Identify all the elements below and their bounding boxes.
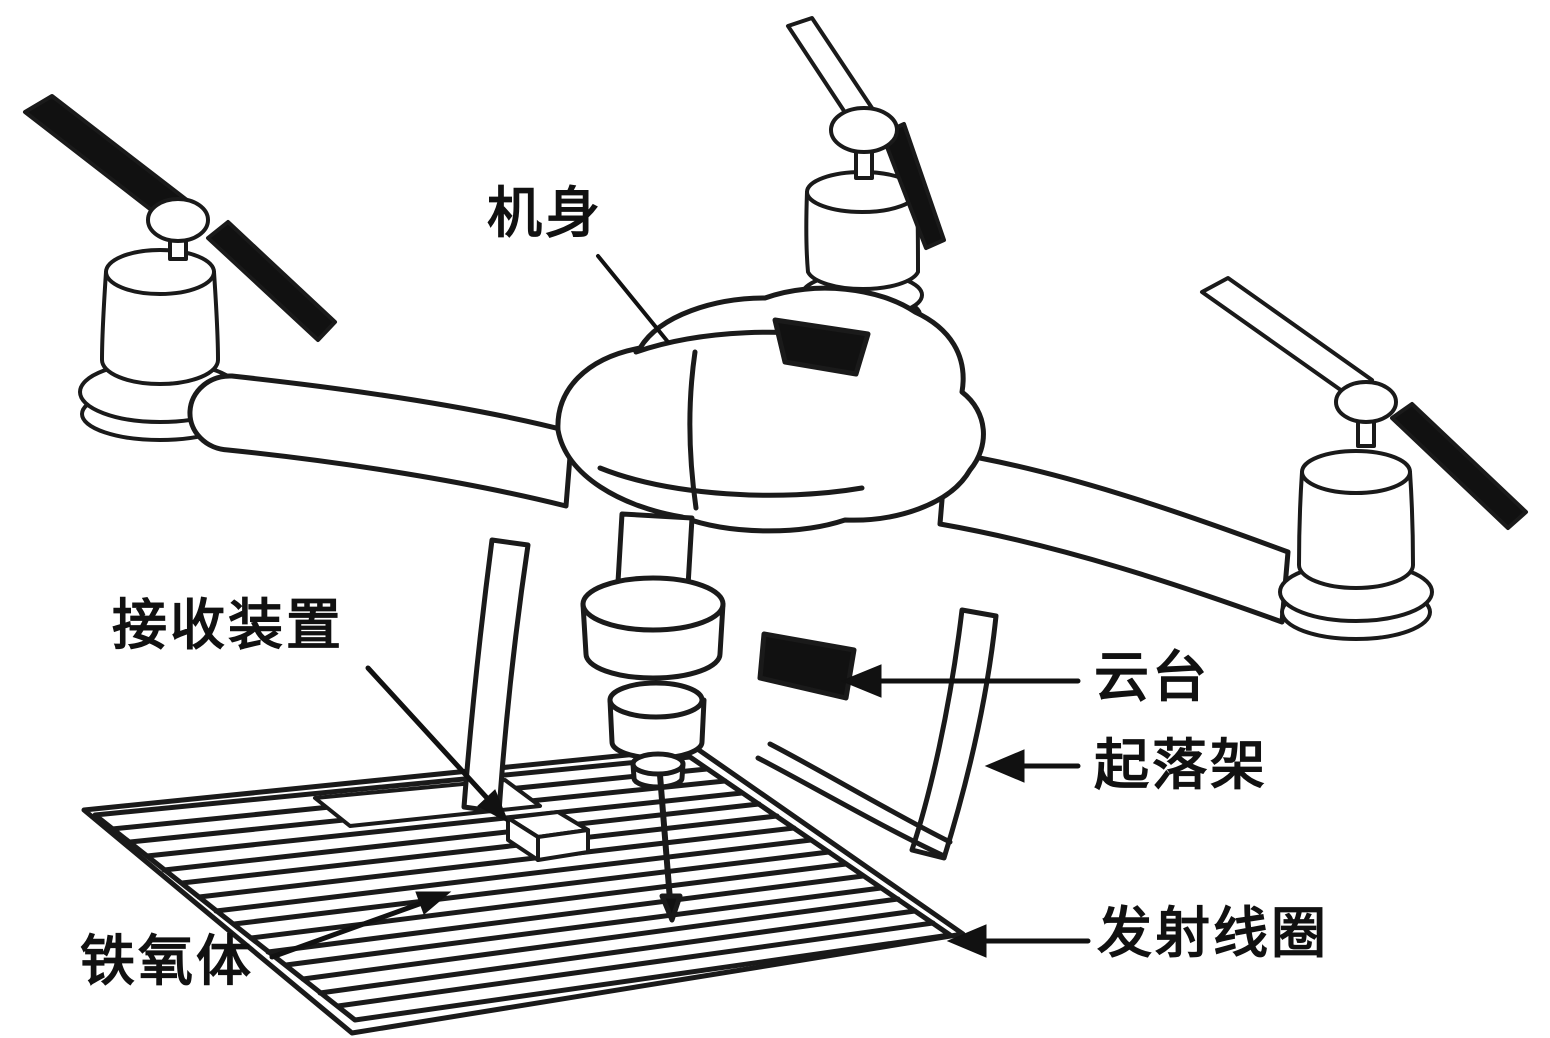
fuselage-hull [555,285,986,534]
arm-left [187,373,575,509]
propeller-blade [206,220,337,342]
ferrite-arrow [269,891,452,960]
gimbal-dark-shadow [757,631,857,701]
prop-hub [829,106,899,154]
prop-hub [1334,380,1398,424]
motor-body [1297,470,1415,590]
landing-gear [461,537,999,861]
annotation-arrows [269,254,1091,960]
landing-gear-arrow [984,749,1081,783]
fuselage-leader-line [596,254,670,344]
gimbal-stage2-top [607,680,705,720]
receiver-device-box [506,810,590,862]
landing-gear-right-leg [909,607,999,861]
label-gimbal: 云台 [1094,647,1211,708]
pad-coil-stripes [109,766,936,1009]
camera-lens-top [630,751,686,777]
prop-hub [146,197,210,243]
gimbal-column [615,511,695,589]
fuselage-belly-line [597,465,865,498]
label-fuselage: 机身 [487,183,604,244]
rotor-right [1200,276,1528,641]
label-landing-gear: 起落架 [1094,735,1269,796]
receiver-probe-rod [657,772,673,903]
label-transmitting-coil: 发射线圈 [1097,903,1330,964]
gimbal-top-ring [580,575,726,633]
landing-gear-skid-bar [755,755,947,859]
gimbal-assembly [580,511,857,923]
propeller-blade [1390,402,1528,530]
motor-top [104,248,216,296]
landing-gear-skid-bar-inner [767,741,953,845]
motor-top [1300,449,1412,495]
fuselage-dark-canopy [772,317,871,377]
charging-pad [81,745,966,1036]
motor-body [804,190,920,292]
fuselage-body [555,285,986,534]
motor-body [100,270,220,386]
gimbal-arrow [840,664,1081,698]
label-receiving-device: 接收装置 [112,595,345,656]
arm-right [937,449,1291,625]
receiver-arrow [365,665,509,824]
label-ferrite: 铁氧体 [80,931,255,992]
propeller-blade [1200,276,1374,400]
fuselage-panel-line [687,349,699,511]
propeller-blade [786,16,874,122]
receiver-probe-tip [659,893,683,923]
transmitting-coil-arrow [946,924,1091,958]
